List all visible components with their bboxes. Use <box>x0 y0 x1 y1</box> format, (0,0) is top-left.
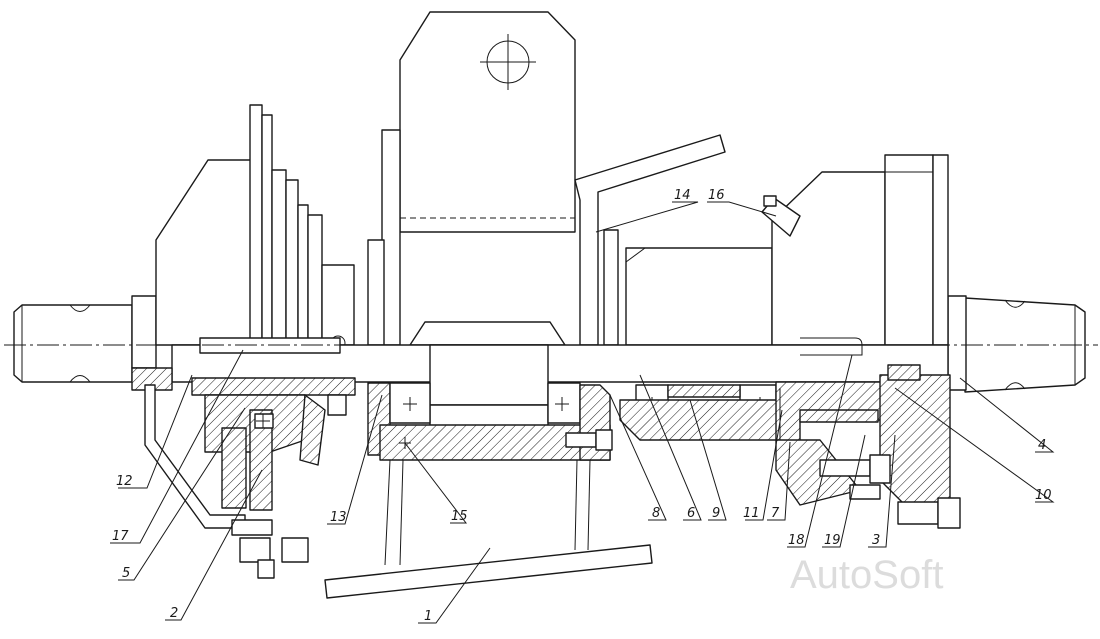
callout-6: 6 <box>687 506 695 521</box>
left-housing <box>155 104 355 351</box>
callout-2: 2 <box>170 606 178 621</box>
callout-14: 14 <box>674 188 691 203</box>
right-lower-sections <box>619 364 961 529</box>
callout-7: 7 <box>771 506 780 521</box>
callout-15: 15 <box>451 509 468 524</box>
right-housing <box>761 154 949 346</box>
callout-9: 9 <box>712 506 720 521</box>
middle-block <box>625 247 773 346</box>
leader-lines <box>110 201 1055 624</box>
callout-18: 18 <box>788 533 805 548</box>
callout-19: 19 <box>824 533 841 548</box>
central-bracket <box>367 11 726 346</box>
middle-lower-sections <box>324 382 653 599</box>
callout-4: 4 <box>1038 438 1046 453</box>
callout-8: 8 <box>652 506 660 521</box>
callout-10: 10 <box>1035 488 1052 503</box>
callout-labels: 1 2 3 4 5 6 7 8 9 10 11 12 13 14 15 16 1… <box>112 188 1052 624</box>
callout-12: 12 <box>116 474 133 489</box>
right-shaft-end <box>947 295 1086 393</box>
watermark-text: AutoSoft <box>790 553 943 597</box>
left-lower-sections <box>131 367 356 579</box>
callout-17: 17 <box>112 529 129 544</box>
callout-5: 5 <box>122 566 130 581</box>
callout-16: 16 <box>708 188 725 203</box>
callout-1: 1 <box>424 609 432 624</box>
callout-3: 3 <box>872 533 880 548</box>
callout-11: 11 <box>743 506 760 521</box>
callout-13: 13 <box>330 510 347 525</box>
